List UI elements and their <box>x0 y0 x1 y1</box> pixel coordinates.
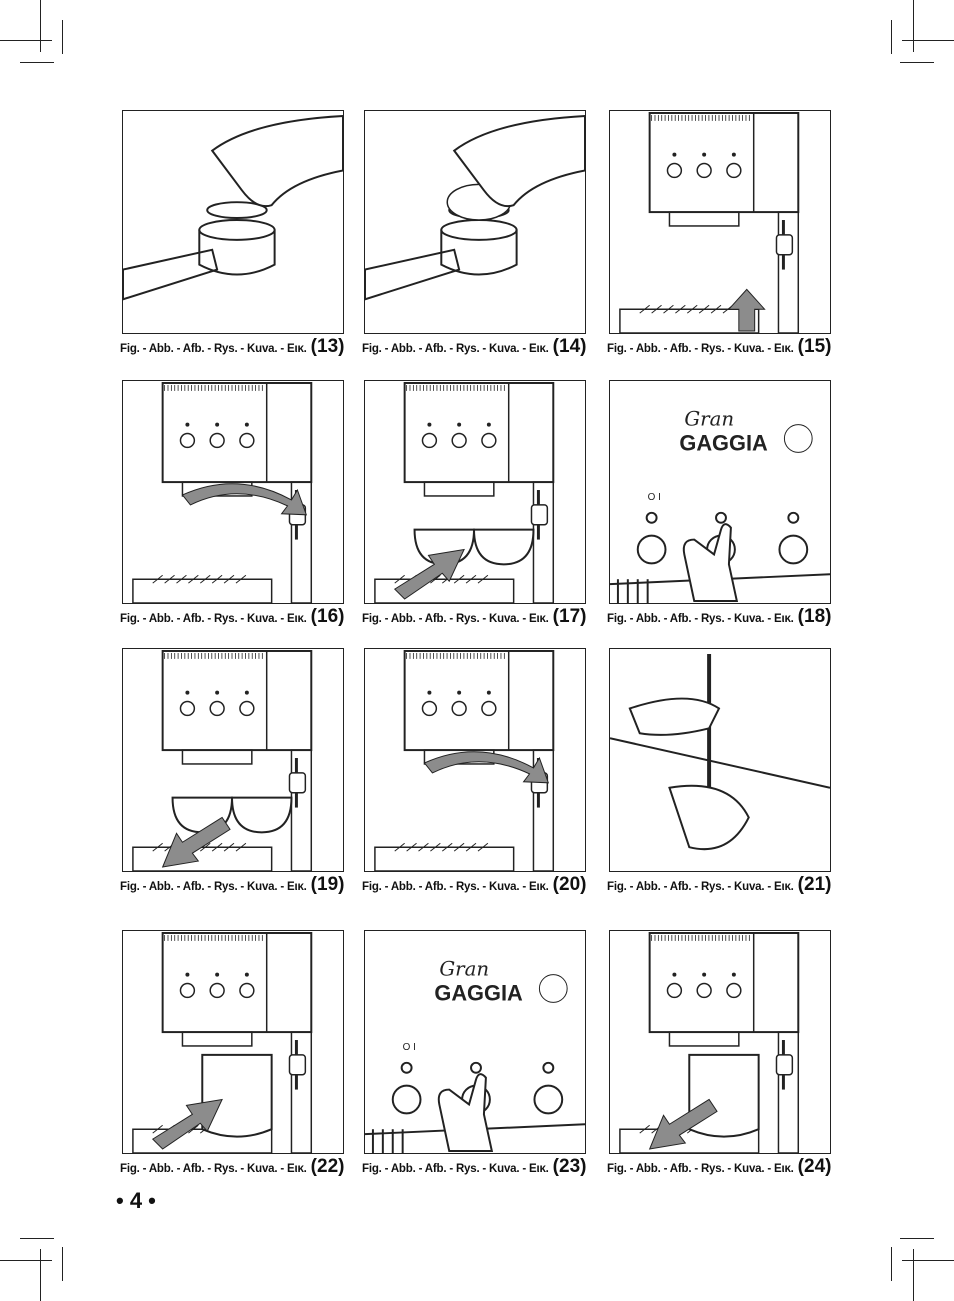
arrow-up-icon <box>619 112 800 333</box>
svg-text:GAGGIA: GAGGIA <box>679 430 768 455</box>
rotate-arrow-icon <box>132 382 313 603</box>
crop-mark <box>40 1249 41 1301</box>
hand-pod-icon <box>365 114 585 301</box>
crop-mark <box>20 1238 54 1239</box>
figure-number: (15) <box>797 336 832 357</box>
figure-illustration <box>122 380 344 604</box>
figure-illustration <box>364 380 586 604</box>
figure-caption: Fig. - Abb. - Afb. - Rys. - Kuva. - Εικ.… <box>362 874 588 902</box>
page-number: • 4 • <box>116 1188 156 1213</box>
rotate-arrow-icon <box>374 650 555 871</box>
caption-prefix: Fig. - Abb. - Afb. - Rys. - Kuva. - Εικ. <box>120 613 307 625</box>
arrow-in-icon <box>374 382 555 603</box>
crop-mark <box>0 1260 52 1261</box>
caption-prefix: Fig. - Abb. - Afb. - Rys. - Kuva. - Εικ. <box>362 613 549 625</box>
svg-text:Gran: Gran <box>439 958 489 981</box>
caption-prefix: Fig. - Abb. - Afb. - Rys. - Kuva. - Εικ. <box>120 343 307 355</box>
figure-caption: Fig. - Abb. - Afb. - Rys. - Kuva. - Εικ.… <box>120 606 346 634</box>
figure-illustration <box>609 930 831 1154</box>
figure-illustration <box>122 648 344 872</box>
caption-prefix: Fig. - Abb. - Afb. - Rys. - Kuva. - Εικ. <box>120 881 307 893</box>
figure-illustration <box>609 110 831 334</box>
caption-prefix: Fig. - Abb. - Afb. - Rys. - Kuva. - Εικ. <box>362 343 549 355</box>
figure-number: (20) <box>552 874 587 895</box>
caption-prefix: Fig. - Abb. - Afb. - Rys. - Kuva. - Εικ. <box>362 881 549 893</box>
figure-illustration <box>609 648 831 872</box>
figure-number: (23) <box>552 1156 587 1177</box>
figure-number: (24) <box>797 1156 832 1177</box>
figure-caption: Fig. - Abb. - Afb. - Rys. - Kuva. - Εικ.… <box>120 336 346 364</box>
figure-number: (18) <box>797 606 832 627</box>
figure-illustration <box>122 930 344 1154</box>
figure-caption: Fig. - Abb. - Afb. - Rys. - Kuva. - Εικ.… <box>120 874 346 902</box>
crop-mark <box>20 62 54 63</box>
caption-prefix: Fig. - Abb. - Afb. - Rys. - Kuva. - Εικ. <box>607 881 794 893</box>
crop-mark <box>891 20 892 54</box>
caption-prefix: Fig. - Abb. - Afb. - Rys. - Kuva. - Εικ. <box>120 1163 307 1175</box>
crop-mark <box>900 1238 934 1239</box>
caption-prefix: Fig. - Abb. - Afb. - Rys. - Kuva. - Εικ. <box>607 343 794 355</box>
crop-mark <box>62 20 63 54</box>
figure-caption: Fig. - Abb. - Afb. - Rys. - Kuva. - Εικ.… <box>607 874 833 902</box>
crop-mark <box>62 1247 63 1281</box>
crop-mark <box>913 1249 914 1301</box>
svg-text:O I: O I <box>403 1042 416 1053</box>
arrow-in-icon <box>132 932 313 1153</box>
figure-caption: Fig. - Abb. - Afb. - Rys. - Kuva. - Εικ.… <box>362 1156 588 1184</box>
figure-number: (22) <box>310 1156 345 1177</box>
crop-mark <box>902 1260 954 1261</box>
hand-filter-icon <box>123 114 343 301</box>
crop-mark <box>902 40 954 41</box>
crop-mark <box>913 0 914 52</box>
figure-number: (13) <box>310 336 345 357</box>
caption-prefix: Fig. - Abb. - Afb. - Rys. - Kuva. - Εικ. <box>607 1163 794 1175</box>
figure-illustration <box>364 110 586 334</box>
crop-mark <box>900 62 934 63</box>
figure-number: (17) <box>552 606 587 627</box>
svg-text:O I: O I <box>648 492 661 503</box>
figure-caption: Fig. - Abb. - Afb. - Rys. - Kuva. - Εικ.… <box>607 1156 833 1184</box>
figure-caption: Fig. - Abb. - Afb. - Rys. - Kuva. - Εικ.… <box>362 336 588 364</box>
figure-illustration <box>364 648 586 872</box>
figure-number: (14) <box>552 336 587 357</box>
arrow-out-icon <box>132 650 313 871</box>
figure-number: (21) <box>797 874 832 895</box>
arrow-out-icon <box>619 932 800 1153</box>
figure-number: (19) <box>310 874 345 895</box>
figure-illustration <box>122 110 344 334</box>
caption-prefix: Fig. - Abb. - Afb. - Rys. - Kuva. - Εικ. <box>607 613 794 625</box>
crop-mark <box>891 1247 892 1281</box>
figure-caption: Fig. - Abb. - Afb. - Rys. - Kuva. - Εικ.… <box>607 606 833 634</box>
figure-caption: Fig. - Abb. - Afb. - Rys. - Kuva. - Εικ.… <box>607 336 833 364</box>
crop-mark <box>0 40 52 41</box>
figure-caption: Fig. - Abb. - Afb. - Rys. - Kuva. - Εικ.… <box>120 1156 346 1184</box>
svg-text:Gran: Gran <box>684 408 734 431</box>
figure-caption: Fig. - Abb. - Afb. - Rys. - Kuva. - Εικ.… <box>362 606 588 634</box>
caption-prefix: Fig. - Abb. - Afb. - Rys. - Kuva. - Εικ. <box>362 1163 549 1175</box>
figure-number: (16) <box>310 606 345 627</box>
crop-mark <box>40 0 41 52</box>
svg-text:GAGGIA: GAGGIA <box>434 980 523 1005</box>
hand-clean-icon <box>610 653 830 851</box>
